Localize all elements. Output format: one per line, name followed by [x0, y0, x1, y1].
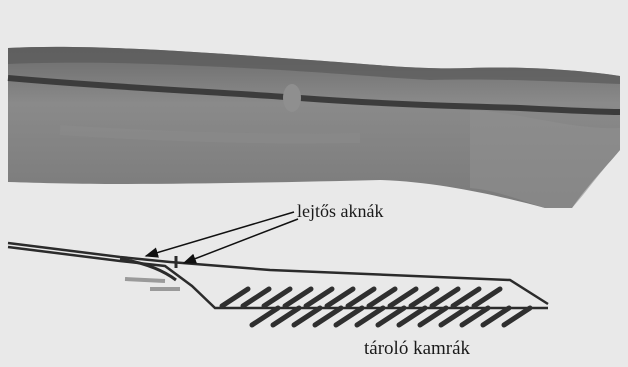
- shaft-access-ramps: [125, 279, 180, 289]
- arrow-to-shaft-2: [184, 219, 298, 263]
- terrain-surface: [8, 47, 620, 208]
- inclined-shafts-label: lejtős aknák: [297, 201, 383, 222]
- shaft-head-marker: [283, 84, 301, 112]
- label-arrows: [146, 212, 298, 263]
- storage-chambers-label: tároló kamrák: [364, 338, 470, 360]
